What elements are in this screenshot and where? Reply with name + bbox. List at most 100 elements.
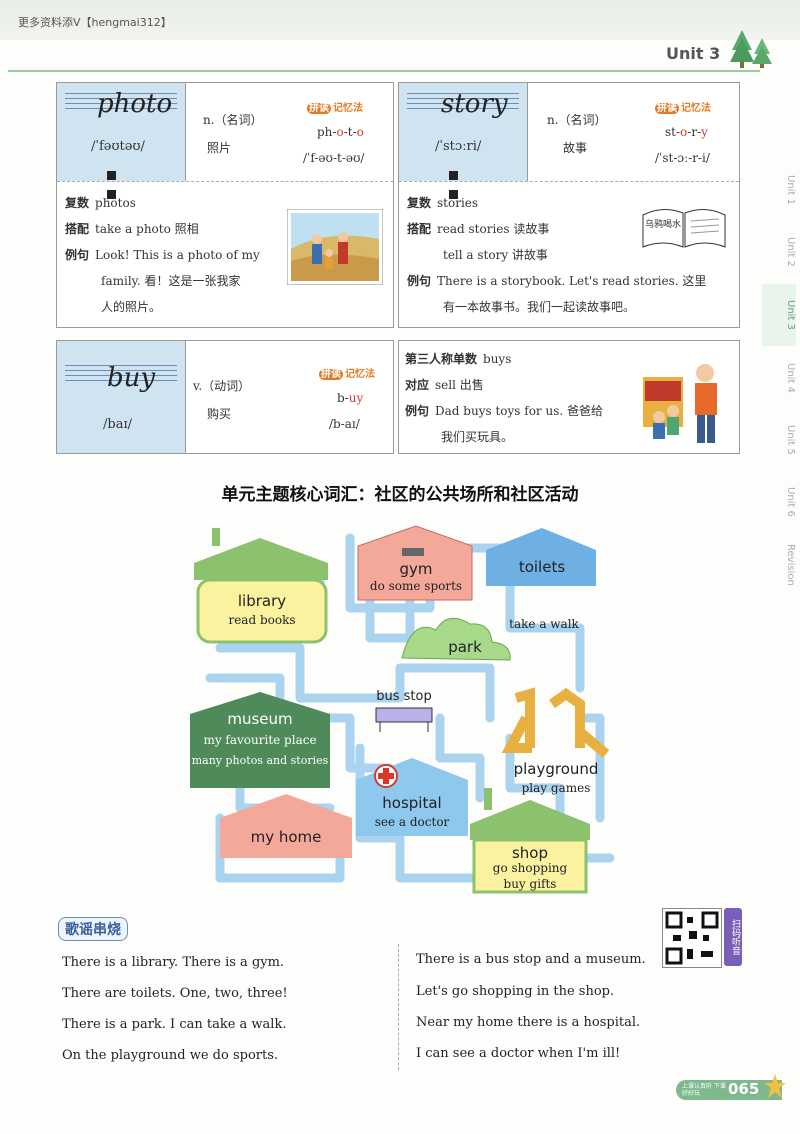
phonetic: /baɪ/ <box>103 417 132 432</box>
song-left-line-4: On the playground we do sports. <box>62 1048 279 1063</box>
part-of-speech: n.（名词） <box>203 113 263 127</box>
tab-unit-4[interactable]: Unit 4 <box>785 363 796 393</box>
shopping-family-illustration <box>643 364 717 443</box>
spelling-phonetic: /b-aɪ/ <box>329 417 360 431</box>
gym-activity: do some sports <box>370 579 462 593</box>
library-activity: read books <box>228 613 295 627</box>
part-of-speech: v.（动词） <box>193 379 251 393</box>
writing-lines <box>65 93 177 113</box>
playground-label: playground <box>514 760 599 778</box>
phonetic: /ˈstɔːri/ <box>435 139 482 154</box>
song-right-line-3: Near my home there is a hospital. <box>416 1015 641 1030</box>
word-box: buy /baɪ/ <box>57 341 186 453</box>
word-box: story /ˈstɔːri/ <box>399 83 528 199</box>
playground-slide <box>501 687 585 753</box>
park-label: park <box>448 638 482 656</box>
headword: photo <box>97 89 173 119</box>
hospital-label: hospital <box>382 794 441 812</box>
example-line-3: 人的照片。 <box>101 300 162 314</box>
spelling-parts: ph-o-t-o <box>317 125 364 139</box>
word-card-buy: buy /baɪ/ v.（动词） 购买 拼读记忆法 b-uy /b-aɪ/ <box>56 340 394 454</box>
playground-activity: play games <box>522 781 591 795</box>
gym-building <box>357 525 473 601</box>
song-divider <box>398 944 400 1070</box>
park-bush <box>401 617 511 661</box>
shop-label: shop <box>512 844 548 862</box>
tab-unit-5[interactable]: Unit 5 <box>785 425 796 455</box>
spelling-phonetic: /ˈst-ɔː-r-i/ <box>655 151 710 165</box>
song-right-line-1: There is a bus stop and a museum. <box>416 952 646 967</box>
toilets-building <box>486 528 596 586</box>
memo-tag: 拼读 <box>307 103 331 114</box>
collocation-line-2: tell a story 讲故事 <box>443 248 548 262</box>
memo-text: 记忆法 <box>681 103 711 114</box>
dumbbell-icon <box>402 548 424 556</box>
home-label: my home <box>251 828 322 846</box>
vocab-map-title: 单元主题核心词汇：社区的公共场所和社区活动 <box>221 485 579 505</box>
family-photo-illustration <box>287 209 383 285</box>
phonetic: /ˈfəʊtəʊ/ <box>91 139 145 154</box>
storybook-illustration: 乌鸦喝水 <box>642 209 726 248</box>
shop-roof <box>470 800 590 840</box>
header-note: 更多资料添V【hengmai312】 <box>18 16 172 29</box>
word-box: photo /ˈfəʊtəʊ/ <box>57 83 186 199</box>
community-map: library read books gym do some sports to… <box>190 525 615 894</box>
shop-activity-2: buy gifts <box>504 877 557 891</box>
divider <box>57 181 393 182</box>
page-number: 065 <box>728 1080 760 1098</box>
bus-stop-bench <box>375 707 433 723</box>
memo-badge: 拼读记忆法 <box>319 365 375 380</box>
library-sign <box>196 578 328 644</box>
writing-lines <box>65 365 177 385</box>
part-of-speech: n.（名词） <box>547 113 607 127</box>
shop-sign <box>472 838 588 894</box>
audio-icon[interactable] <box>107 165 129 199</box>
tab-revision[interactable]: Revision <box>785 544 796 586</box>
meaning: 故事 <box>563 141 588 155</box>
tab-unit-1[interactable]: Unit 1 <box>785 175 796 205</box>
example-line-2: family. 看！这是一张我家 <box>101 274 241 288</box>
spelling-parts: b-uy <box>337 391 364 405</box>
header-rule <box>8 70 760 72</box>
song-right-line-4: I can see a doctor when I'm ill! <box>416 1046 621 1061</box>
library-chimney <box>212 528 220 546</box>
shop-activity-1: go shopping <box>493 861 568 875</box>
audio-icon[interactable] <box>449 165 471 199</box>
song-left-line-1: There is a library. There is a gym. <box>62 955 285 970</box>
memo-tag: 拼读 <box>655 103 679 114</box>
park-activity: take a walk <box>509 617 579 631</box>
tree-icon <box>730 30 772 68</box>
top-bar <box>0 0 800 40</box>
museum-activity-1: my favourite place <box>203 733 316 747</box>
word-card-story: story /ˈstɔːri/ n.（名词） 故事 拼读记忆法 st-o-r-y… <box>398 82 740 328</box>
qr-code-icon[interactable] <box>662 908 722 968</box>
song-left-line-3: There is a park. I can take a walk. <box>62 1017 287 1032</box>
qr-listen-tag: 扫码听音 <box>724 908 742 966</box>
memo-tag: 拼读 <box>319 369 343 380</box>
museum-building <box>190 692 330 788</box>
memo-text: 记忆法 <box>345 369 375 380</box>
divider <box>399 181 739 182</box>
tab-unit-2[interactable]: Unit 2 <box>785 237 796 267</box>
unit-title: Unit 3 <box>666 44 721 63</box>
memo-text: 记忆法 <box>333 103 363 114</box>
spelling-phonetic: /ˈf-əʊ-t-əʊ/ <box>303 151 365 165</box>
tab-unit-6[interactable]: Unit 6 <box>785 487 796 517</box>
museum-label: museum <box>227 710 292 728</box>
meaning: 照片 <box>207 141 232 155</box>
slide-chute <box>576 728 610 758</box>
tab-unit-3[interactable]: Unit 3 <box>762 284 796 346</box>
song-left-line-2: There are toilets. One, two, three! <box>62 986 288 1001</box>
spelling-parts: st-o-r-y <box>665 125 708 139</box>
memo-badge: 拼读记忆法 <box>307 99 363 114</box>
gym-label: gym <box>399 560 432 578</box>
svg-text:乌鸦喝水: 乌鸦喝水 <box>645 218 681 230</box>
